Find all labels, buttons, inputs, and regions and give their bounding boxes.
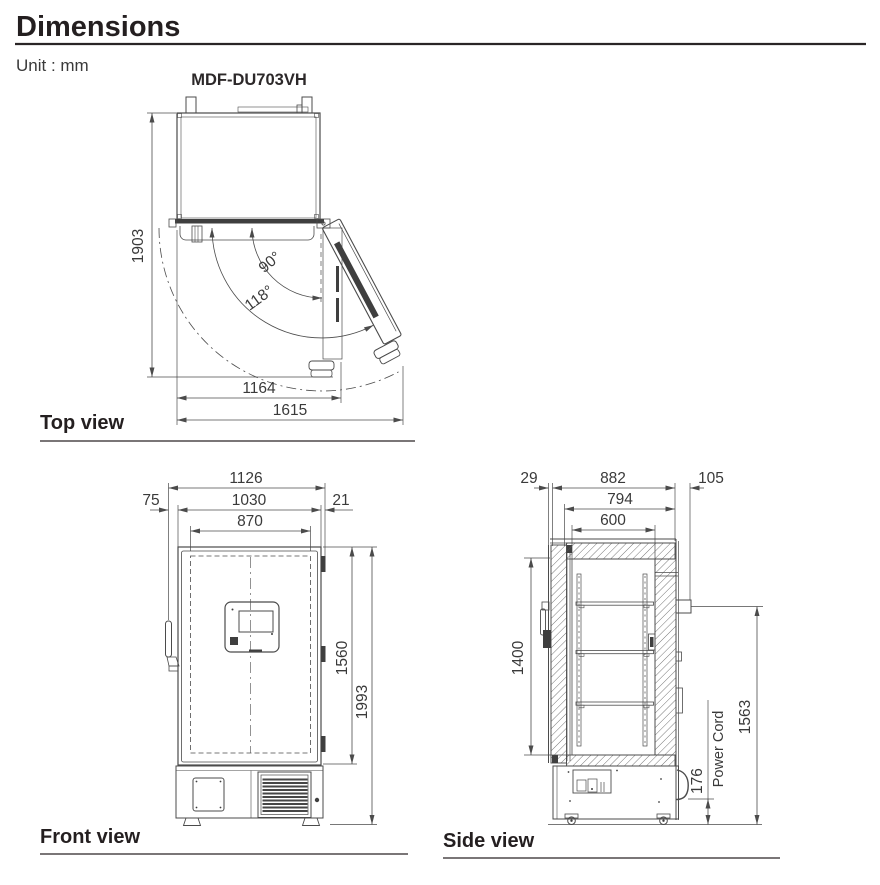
dim-600: 600	[600, 512, 626, 529]
door-handle-90	[308, 360, 335, 371]
shelves	[575, 601, 654, 709]
vent-grille	[257, 771, 312, 818]
model-name: MDF-DU703VH	[191, 71, 307, 89]
page-title: Dimensions	[16, 11, 180, 43]
front-view-label: Front view	[40, 826, 140, 848]
electrical-box	[572, 769, 612, 794]
control-panel-key	[230, 637, 238, 645]
hinge-bracket-left	[185, 96, 197, 114]
door-90-ghost	[308, 227, 343, 378]
front-cabinet-body	[177, 546, 322, 766]
arc-door-sweep	[158, 227, 399, 392]
side-view: 29 882 105 794 600	[443, 470, 780, 859]
dim-21: 21	[332, 492, 349, 509]
dim-75: 75	[142, 492, 159, 509]
front-door-outline	[181, 550, 318, 763]
screw-dot	[314, 797, 320, 803]
dim-794: 794	[607, 491, 633, 508]
dim-176: 176	[689, 768, 706, 794]
front-view-dimensions-right: 1560 1993	[323, 546, 377, 825]
rear-spacer	[675, 687, 683, 714]
top-view-label: Top view	[40, 412, 125, 434]
access-panel	[192, 777, 225, 812]
side-view-dimensions-right: 1400 1563 176 Power Cord	[510, 557, 763, 825]
door-118-open	[322, 218, 402, 365]
dim-1126: 1126	[229, 470, 262, 487]
grille-louvers	[262, 778, 308, 813]
door-insulation	[550, 544, 567, 764]
top-cover-strip	[237, 106, 309, 113]
power-cord-label: Power Cord	[711, 711, 727, 788]
control-panel-display	[238, 610, 274, 633]
interior-sensor	[648, 633, 656, 651]
ceiling-insulation	[566, 542, 676, 560]
dim-870: 870	[237, 513, 263, 530]
foot-left	[182, 817, 202, 826]
machine-compartment-side	[552, 765, 679, 826]
front-door-handle	[165, 620, 180, 672]
dim-1030: 1030	[232, 492, 267, 509]
back-insulation	[654, 558, 677, 756]
side-door-handle	[540, 601, 551, 648]
dim-1615: 1615	[273, 402, 307, 419]
floor-insulation	[566, 754, 676, 767]
top-view-cabinet	[168, 96, 331, 243]
dim-1560: 1560	[334, 640, 351, 675]
front-frame	[179, 226, 315, 241]
arc-118	[209, 227, 374, 339]
machine-compartment-front	[175, 765, 324, 826]
top-view: 90° 118° 1903 1164 1615 Top view	[40, 96, 415, 442]
angle-90-label: 90°	[256, 249, 285, 277]
interior-cavity	[571, 558, 656, 756]
dim-1164: 1164	[242, 380, 276, 397]
hinge-top	[321, 556, 326, 572]
front-view-cabinet	[165, 546, 326, 826]
dim-1400: 1400	[510, 640, 527, 675]
hinge-bracket-right	[301, 96, 313, 114]
side-view-label: Side view	[443, 830, 535, 852]
dim-882: 882	[600, 470, 626, 487]
hinge-bottom	[321, 736, 326, 752]
dim-105: 105	[698, 470, 724, 487]
side-view-cabinet	[540, 538, 762, 826]
latch-keeper	[191, 225, 203, 243]
dim-29: 29	[520, 470, 537, 487]
power-cord	[676, 769, 689, 801]
control-panel	[224, 601, 280, 653]
hinge-middle	[321, 646, 326, 662]
dim-1993: 1993	[354, 685, 371, 719]
shelf-rails	[576, 573, 648, 747]
dim-1563: 1563	[737, 700, 754, 734]
header: Dimensions Unit : mm MDF-DU703VH	[15, 11, 866, 89]
dim-1903: 1903	[130, 229, 147, 263]
door-swing-arcs: 90° 118°	[158, 227, 399, 392]
front-view: 1126 75 21 1030 870	[40, 470, 408, 855]
cabinet-front-edge	[175, 219, 324, 224]
foot-right	[301, 817, 321, 826]
angle-118-label: 118°	[242, 282, 277, 314]
top-view-dimensions: 1903 1164 1615	[130, 112, 404, 425]
unit-label: Unit : mm	[16, 56, 89, 75]
